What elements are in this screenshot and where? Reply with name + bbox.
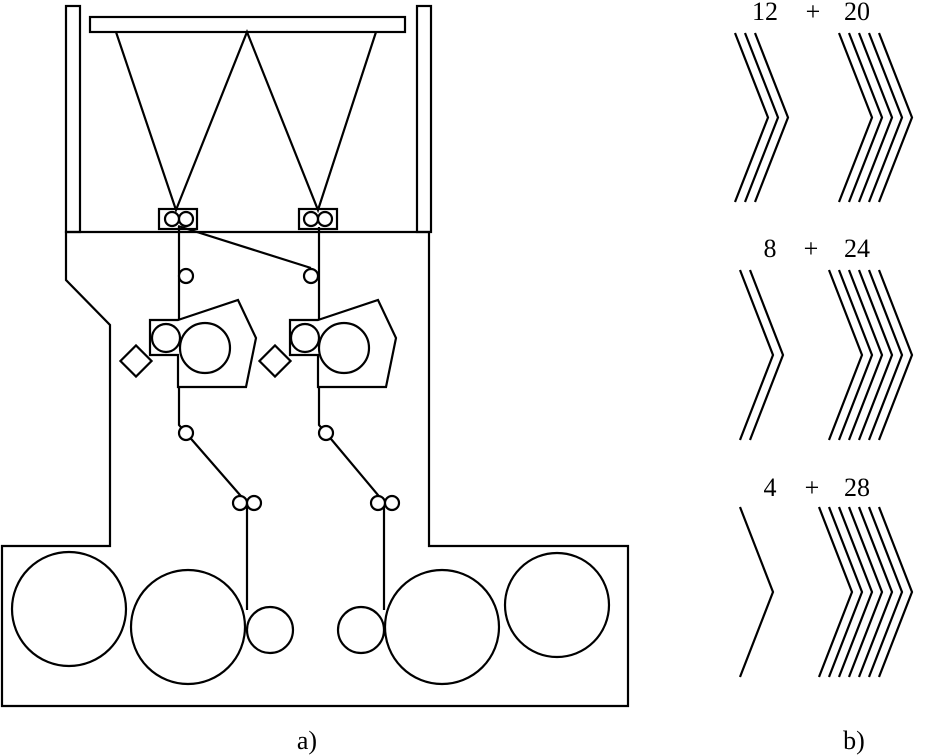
chevron-line (847, 269, 884, 441)
guide-pulley (302, 267, 320, 285)
chevron-line (867, 269, 904, 441)
left-chevron-stack (733, 32, 790, 203)
spinning-head-left (118, 298, 258, 389)
winding-drum (383, 568, 501, 686)
delivery-roller (231, 494, 249, 512)
chevron-line (847, 32, 884, 203)
stripe-patterns: 12 + 20 8 + 24 4 + 28 b) (733, 0, 914, 755)
panel-b-label: b) (843, 726, 865, 755)
chevron-line (748, 269, 785, 441)
right-chevron-stack (817, 506, 914, 678)
right-thread (317, 227, 386, 610)
head-small-wheel (150, 322, 182, 354)
thread-paths (177, 224, 386, 610)
chevron-line (847, 506, 884, 678)
operator-label: + (806, 0, 821, 26)
roller (163, 210, 181, 228)
chevron-line (867, 506, 904, 678)
roller (316, 210, 334, 228)
left-count-label: 4 (764, 473, 777, 502)
head-large-wheel (317, 321, 371, 375)
right-chevron-stack (827, 269, 914, 441)
small-drum (336, 605, 386, 655)
top-beam (88, 15, 407, 34)
cross-thread (177, 224, 312, 270)
chevron-line (857, 32, 894, 203)
pattern-group-2: 8 + 24 (738, 234, 914, 441)
chevron-line (877, 506, 914, 678)
chevron-line (857, 506, 894, 678)
chevron-line (738, 506, 775, 678)
head-small-wheel (289, 322, 321, 354)
chevron-line (867, 32, 904, 203)
panel-a-label: a) (297, 726, 317, 755)
pattern-group-1: 12 + 20 (733, 0, 914, 203)
left-count-label: 12 (752, 0, 778, 26)
right-post (415, 4, 433, 234)
operator-label: + (804, 234, 819, 263)
chevron-line (837, 269, 874, 441)
chevron-line (837, 32, 874, 203)
left-chevron-stack (738, 506, 775, 678)
head-diamond-block (257, 343, 293, 379)
guide-pulley (317, 424, 335, 442)
chevron-line (738, 269, 775, 441)
head-diamond-block (118, 343, 154, 379)
guide-pulley (177, 267, 195, 285)
machine-body (0, 230, 630, 708)
roller (302, 210, 320, 228)
delivery-roller (245, 494, 263, 512)
head-large-wheel (178, 321, 232, 375)
delivery-roller (383, 494, 401, 512)
left-post (64, 4, 82, 234)
operator-label: + (805, 473, 820, 502)
chevron-line (837, 506, 874, 678)
pattern-group-3: 4 + 28 (738, 473, 914, 678)
winding-drums (10, 550, 611, 686)
right-chevron-stack (837, 32, 914, 203)
feed-threads (114, 29, 378, 214)
machine-schematic: a) (0, 4, 630, 755)
creel-frame (64, 4, 433, 234)
winding-drum (129, 568, 247, 686)
chevron-line (753, 32, 790, 203)
guide-pulley (177, 424, 195, 442)
right-count-label: 28 (844, 473, 870, 502)
winding-drum (10, 550, 128, 668)
chevron-line (877, 269, 914, 441)
chevron-line (827, 269, 864, 441)
small-drum (245, 605, 295, 655)
chevron-line (827, 506, 864, 678)
right-count-label: 20 (844, 0, 870, 26)
winding-drum (503, 551, 611, 659)
roller (177, 210, 195, 228)
chevron-line (857, 269, 894, 441)
spinning-head-right (257, 298, 398, 389)
chevron-line (877, 32, 914, 203)
left-count-label: 8 (764, 234, 777, 263)
chevron-line (743, 32, 780, 203)
delivery-roller (369, 494, 387, 512)
left-thread (177, 227, 249, 610)
chevron-line (817, 506, 854, 678)
chevron-line (733, 32, 770, 203)
left-chevron-stack (738, 269, 785, 441)
right-count-label: 24 (844, 234, 870, 263)
